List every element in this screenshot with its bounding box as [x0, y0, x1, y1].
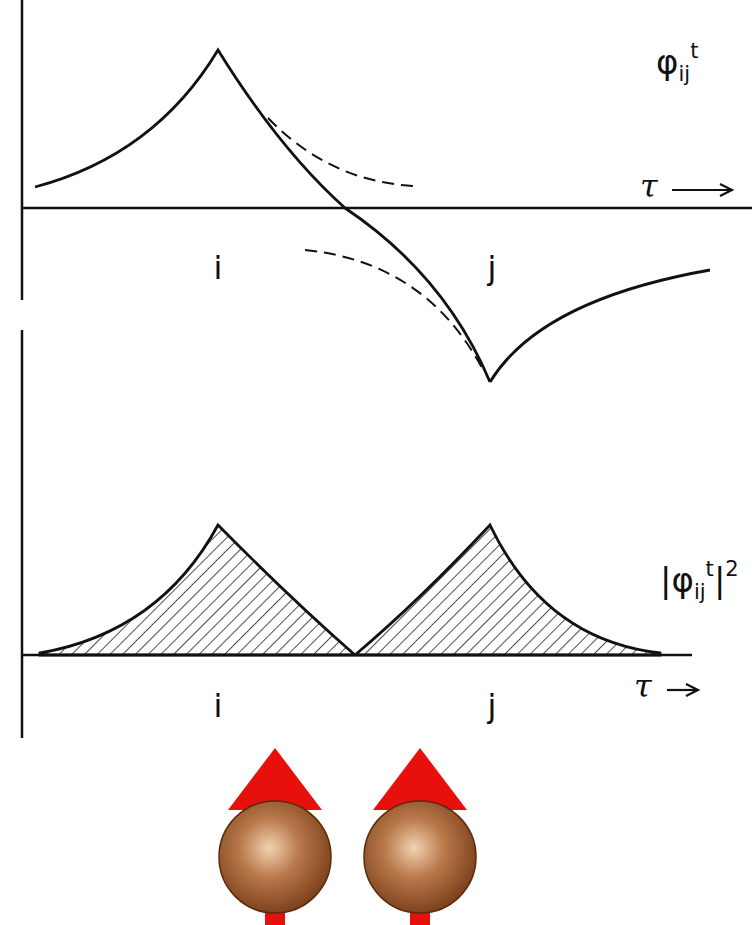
- wavefunction-label: φijt: [656, 40, 698, 84]
- density-label: |φijt|2: [660, 558, 739, 602]
- axis-arrow: [667, 689, 696, 691]
- superscript: t: [690, 38, 698, 63]
- subscript: ij: [694, 579, 706, 604]
- dashed-curve: [268, 118, 415, 186]
- axis-arrow: [720, 184, 732, 196]
- dashed-curve: [305, 250, 482, 368]
- label-text: |: [714, 560, 725, 600]
- label-text: τ: [634, 667, 652, 705]
- label-text: |φ: [660, 560, 694, 600]
- atom-sphere: [364, 801, 476, 913]
- wavefunction-curve: [35, 50, 490, 382]
- site-label: i: [214, 690, 223, 722]
- wavefunction-curve: [490, 270, 710, 382]
- axis-label: τ: [640, 170, 658, 202]
- label-text: j: [488, 249, 497, 287]
- label-text: φ: [656, 42, 678, 82]
- y-axis: [21, 330, 24, 738]
- site-label: j: [488, 252, 497, 284]
- axis-arrow: [672, 189, 730, 191]
- axis-arrow: [686, 684, 698, 696]
- label-text: j: [488, 687, 497, 725]
- label-text: i: [214, 249, 223, 287]
- x-axis: [22, 207, 752, 210]
- superscript: t: [706, 556, 714, 581]
- axis-label: τ: [634, 670, 652, 702]
- superscript: 2: [725, 556, 738, 581]
- density-curve: [40, 525, 660, 655]
- site-label: i: [214, 252, 223, 284]
- subscript: ij: [678, 61, 690, 86]
- label-text: τ: [640, 167, 658, 205]
- site-label: j: [488, 690, 497, 722]
- y-axis: [21, 0, 24, 300]
- label-text: i: [214, 687, 223, 725]
- atom-sphere: [219, 801, 331, 913]
